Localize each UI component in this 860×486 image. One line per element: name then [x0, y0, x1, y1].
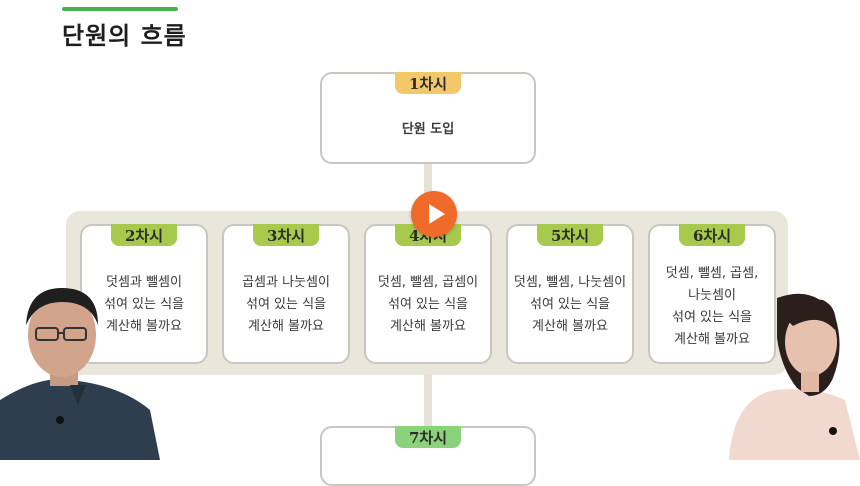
session-3-line: 계산해 볼까요	[224, 316, 348, 338]
title-accent-bar	[62, 7, 178, 11]
session-4-text: 덧셈, 뺄셈, 곱셈이 섞여 있는 식을 계산해 볼까요	[366, 272, 490, 338]
session-5-line: 덧셈, 뺄셈, 나눗셈이	[508, 272, 632, 294]
session-5-tag: 5차시	[537, 224, 603, 246]
session-4-line: 계산해 볼까요	[366, 316, 490, 338]
session-2-tag: 2차시	[111, 224, 177, 246]
session-5-text: 덧셈, 뺄셈, 나눗셈이 섞여 있는 식을 계산해 볼까요	[508, 272, 632, 338]
session-1-text: 단원 도입	[322, 119, 534, 141]
session-3-line: 섞여 있는 식을	[224, 294, 348, 316]
session-5-box: 5차시 덧셈, 뺄셈, 나눗셈이 섞여 있는 식을 계산해 볼까요	[506, 224, 634, 364]
session-5-line: 섞여 있는 식을	[508, 294, 632, 316]
session-3-line: 곱셈과 나눗셈이	[224, 272, 348, 294]
session-7-tag: 7차시	[395, 426, 461, 448]
session-1-tag: 1차시	[395, 72, 461, 94]
session-1-box: 1차시 단원 도입	[320, 72, 536, 164]
session-3-tag: 3차시	[253, 224, 319, 246]
connector-bottom	[424, 374, 432, 430]
session-6-tag: 6차시	[679, 224, 745, 246]
session-7-box: 7차시	[320, 426, 536, 486]
session-4-line: 덧셈, 뺄셈, 곱셈이	[366, 272, 490, 294]
play-button[interactable]	[411, 191, 457, 237]
session-3-box: 3차시 곱셈과 나눗셈이 섞여 있는 식을 계산해 볼까요	[222, 224, 350, 364]
session-4-line: 섞여 있는 식을	[366, 294, 490, 316]
session-1-line: 단원 도입	[322, 119, 534, 141]
session-5-line: 계산해 볼까요	[508, 316, 632, 338]
session-3-text: 곱셈과 나눗셈이 섞여 있는 식을 계산해 볼까요	[224, 272, 348, 338]
presenter-left-video	[0, 280, 160, 460]
page-title: 단원의 흐름	[62, 16, 187, 51]
session-4-box: 4차시 덧셈, 뺄셈, 곱셈이 섞여 있는 식을 계산해 볼까요	[364, 224, 492, 364]
presenter-right-video	[715, 278, 860, 460]
